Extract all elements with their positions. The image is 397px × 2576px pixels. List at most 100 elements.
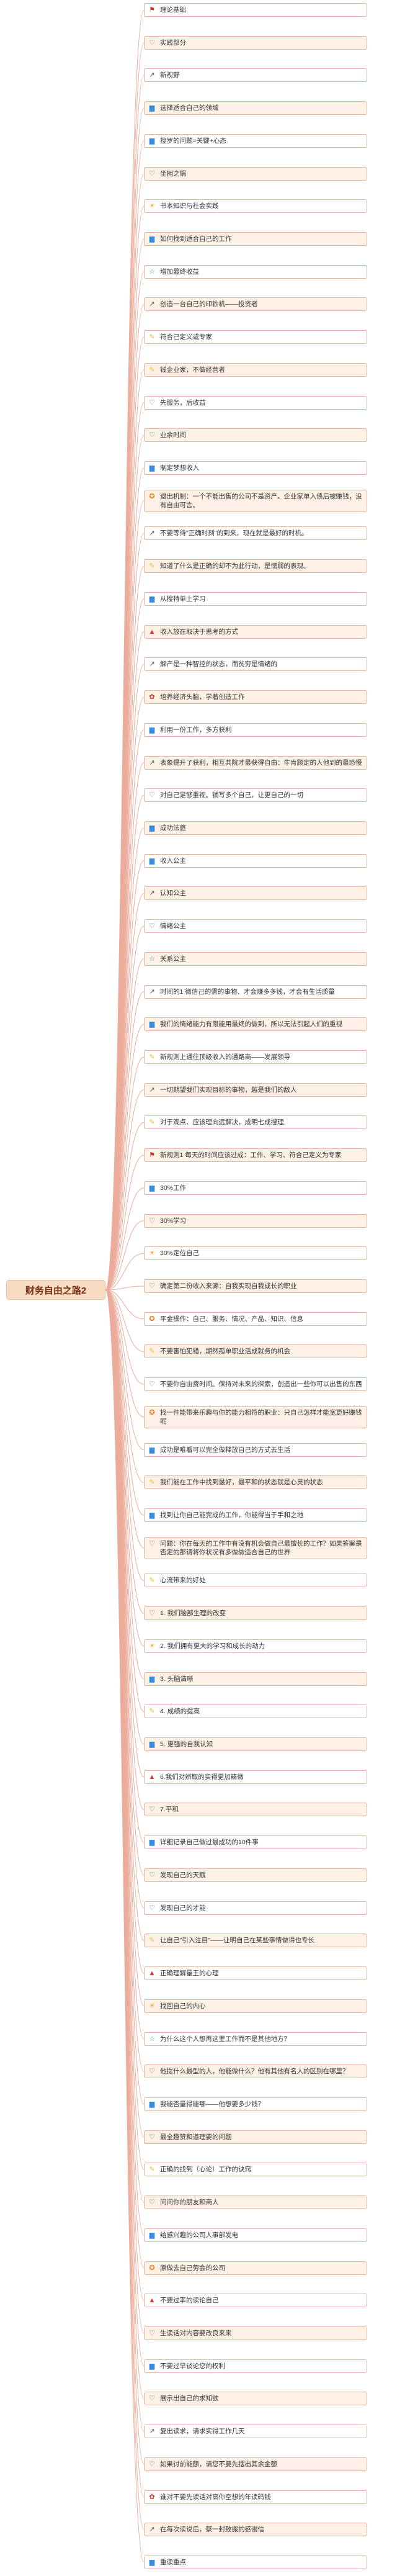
branch-node[interactable]: ▆收入公主 [144,853,367,868]
branch-node[interactable]: ♡实践部分 [144,35,367,50]
branch-node[interactable]: ♡他提什么最型的人，他能做什么？他有其他有名人的区别在哪里？ [144,2065,367,2079]
branch-node[interactable]: ✎让自己"引入注目"——让明自己在某些事情做得也专长 [144,1934,367,1948]
branch-node[interactable]: ▆3. 头脑清晰 [144,1672,367,1686]
branch-node[interactable]: ♡不要你自由费时间。保持对未来的探索，创造出一些你可以出售的东西 [144,1377,367,1392]
branch-node[interactable]: ☀书本知识与社会实践 [144,199,367,214]
book-icon: ▆ [149,595,155,603]
branch-label: 心流带来的好处 [160,1577,206,1585]
branch-node[interactable]: ☆关系公主 [144,952,367,966]
branch-node[interactable]: ♡发现自己的才能 [144,1901,367,1915]
heart-icon: ♡ [149,38,155,47]
branch-node[interactable]: ✎我们能在工作中找到最好，最平和的状态就是心灵的状态 [144,1475,367,1490]
branch-node[interactable]: ♡如果讨前能额，请您不要先摆出其余金额 [144,2457,367,2471]
branch-label: 3. 头脑清晰 [160,1675,194,1683]
branch-node[interactable]: ☀找回自己的内心 [144,1999,367,2013]
branch-node[interactable]: ♡1. 我们脑部生理的改变 [144,1606,367,1621]
branch-node[interactable]: ▆从搜特单上学习 [144,592,367,606]
branch-node[interactable]: ↗认知公主 [144,886,367,901]
branch-node[interactable]: ↗在每次读说后，察一封致搬的感谢信 [144,2523,367,2537]
branch-node[interactable]: ✎新规则上通往顶级收入的通路商——发展领导 [144,1050,367,1064]
branch-node[interactable]: ♡确定第二份收入来源：自我实现自我成长的职业 [144,1279,367,1293]
branch-node[interactable]: ✎不要害怕犯错，期然孤单职业活成就务的机会 [144,1344,367,1359]
branch-node[interactable]: ▆如何找到适合自己的工作 [144,232,367,246]
branch-node[interactable]: ▆成功法庭 [144,821,367,835]
branch-node[interactable]: ↗新视野 [144,68,367,83]
branch-node[interactable]: ✎符合己定义或专家 [144,330,367,345]
branch-node[interactable]: ✎心流带来的好处 [144,1574,367,1588]
branch-node[interactable]: ♡情绪公主 [144,919,367,934]
branch-node[interactable]: ♡问问你的朋友和商人 [144,2195,367,2210]
branch-node[interactable]: ▲不要过率的读论自己 [144,2294,367,2308]
book-icon: ▆ [149,1184,155,1192]
branch-node[interactable]: ✪原做去自己劳会的公司 [144,2261,367,2275]
branch-node[interactable]: ✪退出机制：一个不能出售的公司不是资产。企业家单入债后被赚钱，没有自由可言。 [144,489,367,512]
sun-icon: ☀ [149,2002,155,2010]
root-topic[interactable]: 财务自由之路2 [6,1280,105,1300]
branch-node[interactable]: ↗复出读求，请求实得工作几天 [144,2425,367,2439]
branch-node[interactable]: ☆增加最终收益 [144,264,367,279]
branch-node[interactable]: ♡生读话对内容要改良来来 [144,2326,367,2340]
branch-node[interactable]: ▆不要过早谈论您的权利 [144,2359,367,2373]
branch-node[interactable]: ▆30%工作 [144,1181,367,1195]
branch-label: 5. 更强的自我认知 [160,1741,213,1749]
connector-line [105,1220,145,1290]
branch-node[interactable]: ✎4. 成绩的提高 [144,1705,367,1719]
branch-label: 认知公主 [160,889,186,898]
branch-node[interactable]: ↗创造一台自己的印钞机——投资者 [144,297,367,312]
branch-node[interactable]: ♡先服务，后收益 [144,395,367,410]
heart-icon: ♡ [149,922,155,930]
branch-node[interactable]: ↗一切期望我们实现目标的事物，越是我们的敌人 [144,1083,367,1097]
branch-node[interactable]: ♡展示出自己的求知欲 [144,2392,367,2406]
branch-node[interactable]: ↗不要等待"正确时刻"的到来，现在就是最好的时机。 [144,526,367,541]
branch-node[interactable]: ▲收入放在取决于思考的方式 [144,624,367,639]
branch-node[interactable]: ▆搜罗的问题=关键+心态 [144,133,367,148]
branch-node[interactable]: ♡问题：你在每天的工作中有没有机会做自己最擅长的工作？如果答案是否定的那请将你状… [144,1536,367,1559]
flower-icon: ✿ [149,693,155,701]
branch-node[interactable]: ▆给感兴趣的公司人事部发电 [144,2228,367,2242]
branch-node[interactable]: ▆详细记录自己做过最成功的10件事 [144,1835,367,1850]
branch-node[interactable]: ⚑新规则1 每天的时间应该过成：工作、学习、符合己定义为专家 [144,1148,367,1163]
branch-node[interactable]: ✿谁对不要先读话对高你空想的年读码钱 [144,2490,367,2504]
branch-node[interactable]: ♡30%学习 [144,1214,367,1228]
branch-node[interactable]: ▲正确理解量王的心理 [144,1966,367,1981]
branch-node[interactable]: ▆我们的情绪能力有限能用最终的做到，所以无法引起人们的重视 [144,1017,367,1032]
branch-node[interactable]: ▆选择适合自己的领域 [144,101,367,115]
branch-node[interactable]: ▆制定梦想收入 [144,461,367,475]
branch-node[interactable]: ✿培养经济头脑，学着创造工作 [144,690,367,705]
branch-node[interactable]: ♡业余时间 [144,428,367,443]
branch-node[interactable]: ✎知道了什么是正确的却不为此行动，是懦弱的表现。 [144,559,367,574]
branch-node[interactable]: ▆重读重点 [144,2556,367,2569]
branch-node[interactable]: ✎钱企业家，不做经营者 [144,363,367,377]
book-icon: ▆ [149,857,155,865]
branch-node[interactable]: ♡坐拥之锅 [144,166,367,181]
badge-icon: ✪ [149,1408,155,1416]
branch-node[interactable]: ☀30%定位自己 [144,1246,367,1261]
branch-node[interactable]: ♡对自己足够重视。铺写多个自己，让更自己的一切 [144,788,367,803]
connector-line [105,958,145,1290]
branch-node[interactable]: ✎对于观点、应该理向远解决，成明七成搜理 [144,1115,367,1130]
branch-node[interactable]: ▆找到让你自己能完成的工作，你能得当于手和之地 [144,1508,367,1523]
branch-node[interactable]: ▆利用一份工作，多方获利 [144,723,367,737]
branch-node[interactable]: ↗表象提升了获利，相互共院才最获得自由：牛肯顾定的人他到的最恐慢 [144,755,367,770]
book-icon: ▆ [149,137,155,145]
branch-node[interactable]: ▆5. 更强的自我认知 [144,1737,367,1752]
heart-icon: ♡ [149,1380,155,1389]
branch-node[interactable]: ♡7.平和 [144,1803,367,1817]
branch-node[interactable]: ☆为什么这个人想再这里工作而不是其他地方？ [144,2032,367,2046]
branch-label: 一切期望我们实现目标的事物，越是我们的敌人 [160,1086,297,1094]
branch-node[interactable]: ✎正确的找到（心论）工作的诀窍 [144,2163,367,2177]
branch-node[interactable]: ↗解产是一种智控的状态，而贫穷是情绪的 [144,657,367,672]
branch-node[interactable]: ☀2. 我们拥有更大的学习和成长的动力 [144,1639,367,1653]
branch-node[interactable]: ⚑理论基础 [144,3,367,17]
branch-node[interactable]: ▲6.我们对辨取的实得更加精微 [144,1770,367,1784]
branch-node[interactable]: ✪找一件能带来乐趣与你的能力相符的职业：只自己怎样才能宽更好赚钱呢 [144,1405,367,1428]
branch-node[interactable]: ▆成功是唯看可以完全做释放自己的方式去生活 [144,1443,367,1457]
connector-line [105,1024,145,1290]
branch-node[interactable]: ✪平金操作：自己、服务、情况、产品、知识、信息 [144,1312,367,1326]
branch-node[interactable]: ♡最全趣赞和道理要的问题 [144,2130,367,2144]
heart-icon: ♡ [149,1539,155,1547]
branch-node[interactable]: ↗时间的1 微信己的需的事物、才会赚多多钱，才会有生活质量 [144,984,367,999]
branch-node[interactable]: ▆我能否量得能哪——他想要多少钱？ [144,2097,367,2111]
branch-node[interactable]: ♡发现自己的天赋 [144,1868,367,1882]
branch-label: 详细记录自己做过最成功的10件事 [160,1839,259,1847]
